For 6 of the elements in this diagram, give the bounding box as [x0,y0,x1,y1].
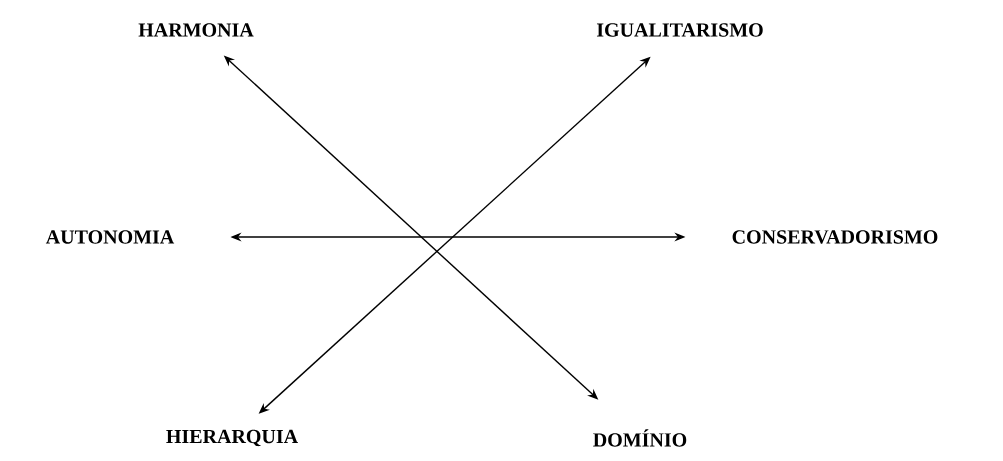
axis-label: HARMONIA [138,23,254,37]
axis-label: AUTONOMIA [45,230,175,244]
axis-label: HIERARQUIA [166,429,298,447]
axis-label: DOMÍNIO [593,429,687,447]
axis-label: IGUALITARISMO [596,23,763,37]
axis-label: CONSERVADORISMO [732,230,938,244]
